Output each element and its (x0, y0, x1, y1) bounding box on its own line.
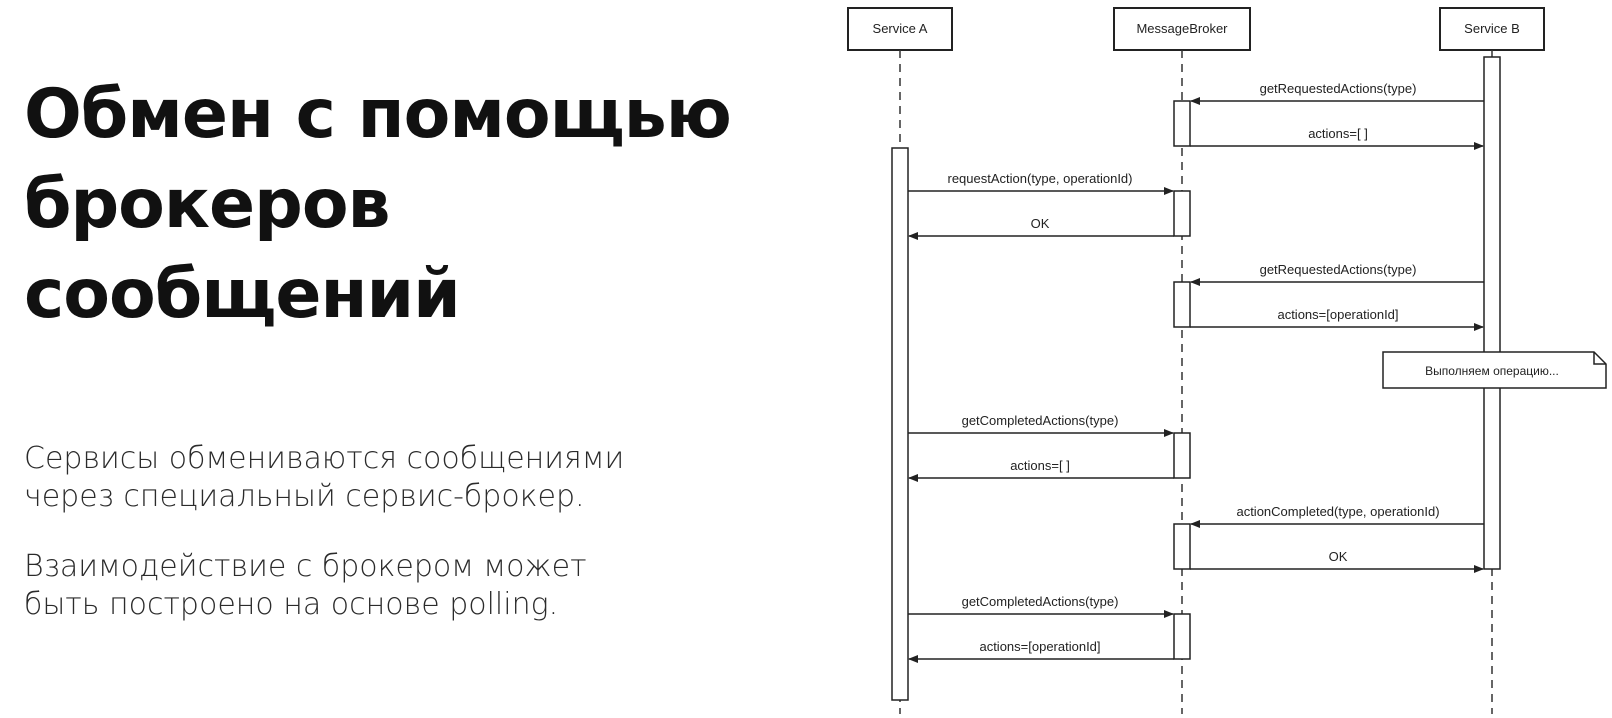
activation-bar-broker (1173, 100, 1191, 147)
activation-bar-service-b (1483, 56, 1501, 570)
message-arrow: getRequestedActions(type) (1190, 262, 1484, 286)
description-paragraph: Сервисы обмениваются сообщениями через с… (24, 440, 784, 516)
note-text: Выполняем операцию... (1425, 364, 1559, 378)
message-arrow: actions=[ ] (908, 458, 1174, 482)
message-label: actions=[operationId] (979, 639, 1100, 654)
message-label: actions=[operationId] (1277, 307, 1398, 322)
message-label: actionCompleted(type, operationId) (1236, 504, 1439, 519)
activation-bar-broker (1173, 613, 1191, 660)
activation-bar-broker (1173, 432, 1191, 479)
message-label: OK (1329, 549, 1348, 564)
message-arrow: actions=[operationId] (1190, 307, 1484, 331)
message-arrow: actions=[operationId] (908, 639, 1174, 663)
participant-service-a: Service A (847, 7, 953, 51)
message-arrow: OK (908, 216, 1174, 240)
description-line: Взаимодействие с брокером может (24, 549, 587, 584)
slide-title-line: брокеров (24, 165, 391, 244)
message-label: requestAction(type, operationId) (948, 171, 1133, 186)
participant-label: Service A (873, 21, 928, 36)
message-arrow: actionCompleted(type, operationId) (1190, 504, 1484, 528)
activation-bar-broker (1173, 523, 1191, 570)
participant-label: Service B (1464, 21, 1520, 36)
message-label: OK (1031, 216, 1050, 231)
description-paragraph: Взаимодействие с брокером может быть пос… (24, 548, 784, 624)
message-arrow: OK (1190, 549, 1484, 573)
message-arrow: actions=[ ] (1190, 126, 1484, 150)
note-box: Выполняем операцию... (1382, 351, 1607, 389)
message-arrow: requestAction(type, operationId) (908, 171, 1174, 195)
message-arrow: getCompletedActions(type) (908, 594, 1174, 618)
slide-title: Обмен с помощью брокеров сообщений (24, 70, 804, 340)
message-label: getCompletedActions(type) (962, 413, 1119, 428)
message-arrow: getRequestedActions(type) (1190, 81, 1484, 105)
participant-service-b: Service B (1439, 7, 1545, 51)
message-label: getCompletedActions(type) (962, 594, 1119, 609)
message-label: actions=[ ] (1010, 458, 1070, 473)
activation-bar-service-a (891, 147, 909, 701)
slide-title-line: Обмен с помощью (24, 75, 732, 154)
description-line: через специальный сервис-брокер. (24, 479, 585, 514)
slide-title-line: сообщений (24, 255, 461, 334)
message-arrow: getCompletedActions(type) (908, 413, 1174, 437)
message-label: getRequestedActions(type) (1260, 262, 1417, 277)
participant-label: MessageBroker (1136, 21, 1228, 36)
message-label: getRequestedActions(type) (1260, 81, 1417, 96)
activation-bar-broker (1173, 190, 1191, 237)
participant-message-broker: MessageBroker (1113, 7, 1251, 51)
activation-bar-broker (1173, 281, 1191, 328)
description-line: быть построено на основе polling. (24, 587, 559, 622)
description-line: Сервисы обмениваются сообщениями (24, 441, 625, 476)
message-label: actions=[ ] (1308, 126, 1368, 141)
